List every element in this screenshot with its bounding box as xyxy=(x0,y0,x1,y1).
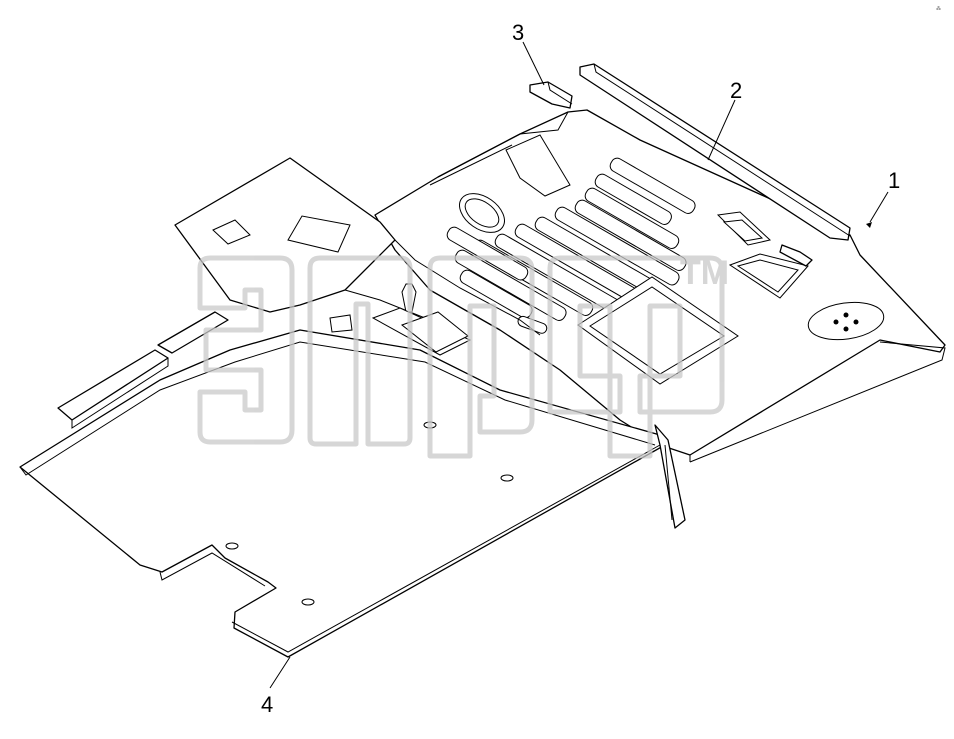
corner-mark: ⁂ xyxy=(936,6,941,12)
floor-ribs xyxy=(446,157,696,334)
left-console xyxy=(174,157,541,356)
front-panel-part-4 xyxy=(19,311,686,658)
callout-2: 2 xyxy=(707,78,742,161)
callout-4-label: 4 xyxy=(261,692,273,717)
callout-2-label: 2 xyxy=(730,78,742,103)
strip-part-2 xyxy=(579,63,851,267)
callout-4: 4 xyxy=(261,656,291,717)
trademark-text: TM xyxy=(680,254,729,292)
round-plate xyxy=(807,301,885,341)
watermark: TM xyxy=(197,254,729,459)
callout-1: 1 xyxy=(866,168,900,228)
callout-1-label: 1 xyxy=(888,168,900,193)
callout-3-label: 3 xyxy=(512,20,524,45)
bracket-part-3 xyxy=(529,81,573,109)
floor-plate xyxy=(374,109,946,463)
callout-3: 3 xyxy=(512,20,545,86)
